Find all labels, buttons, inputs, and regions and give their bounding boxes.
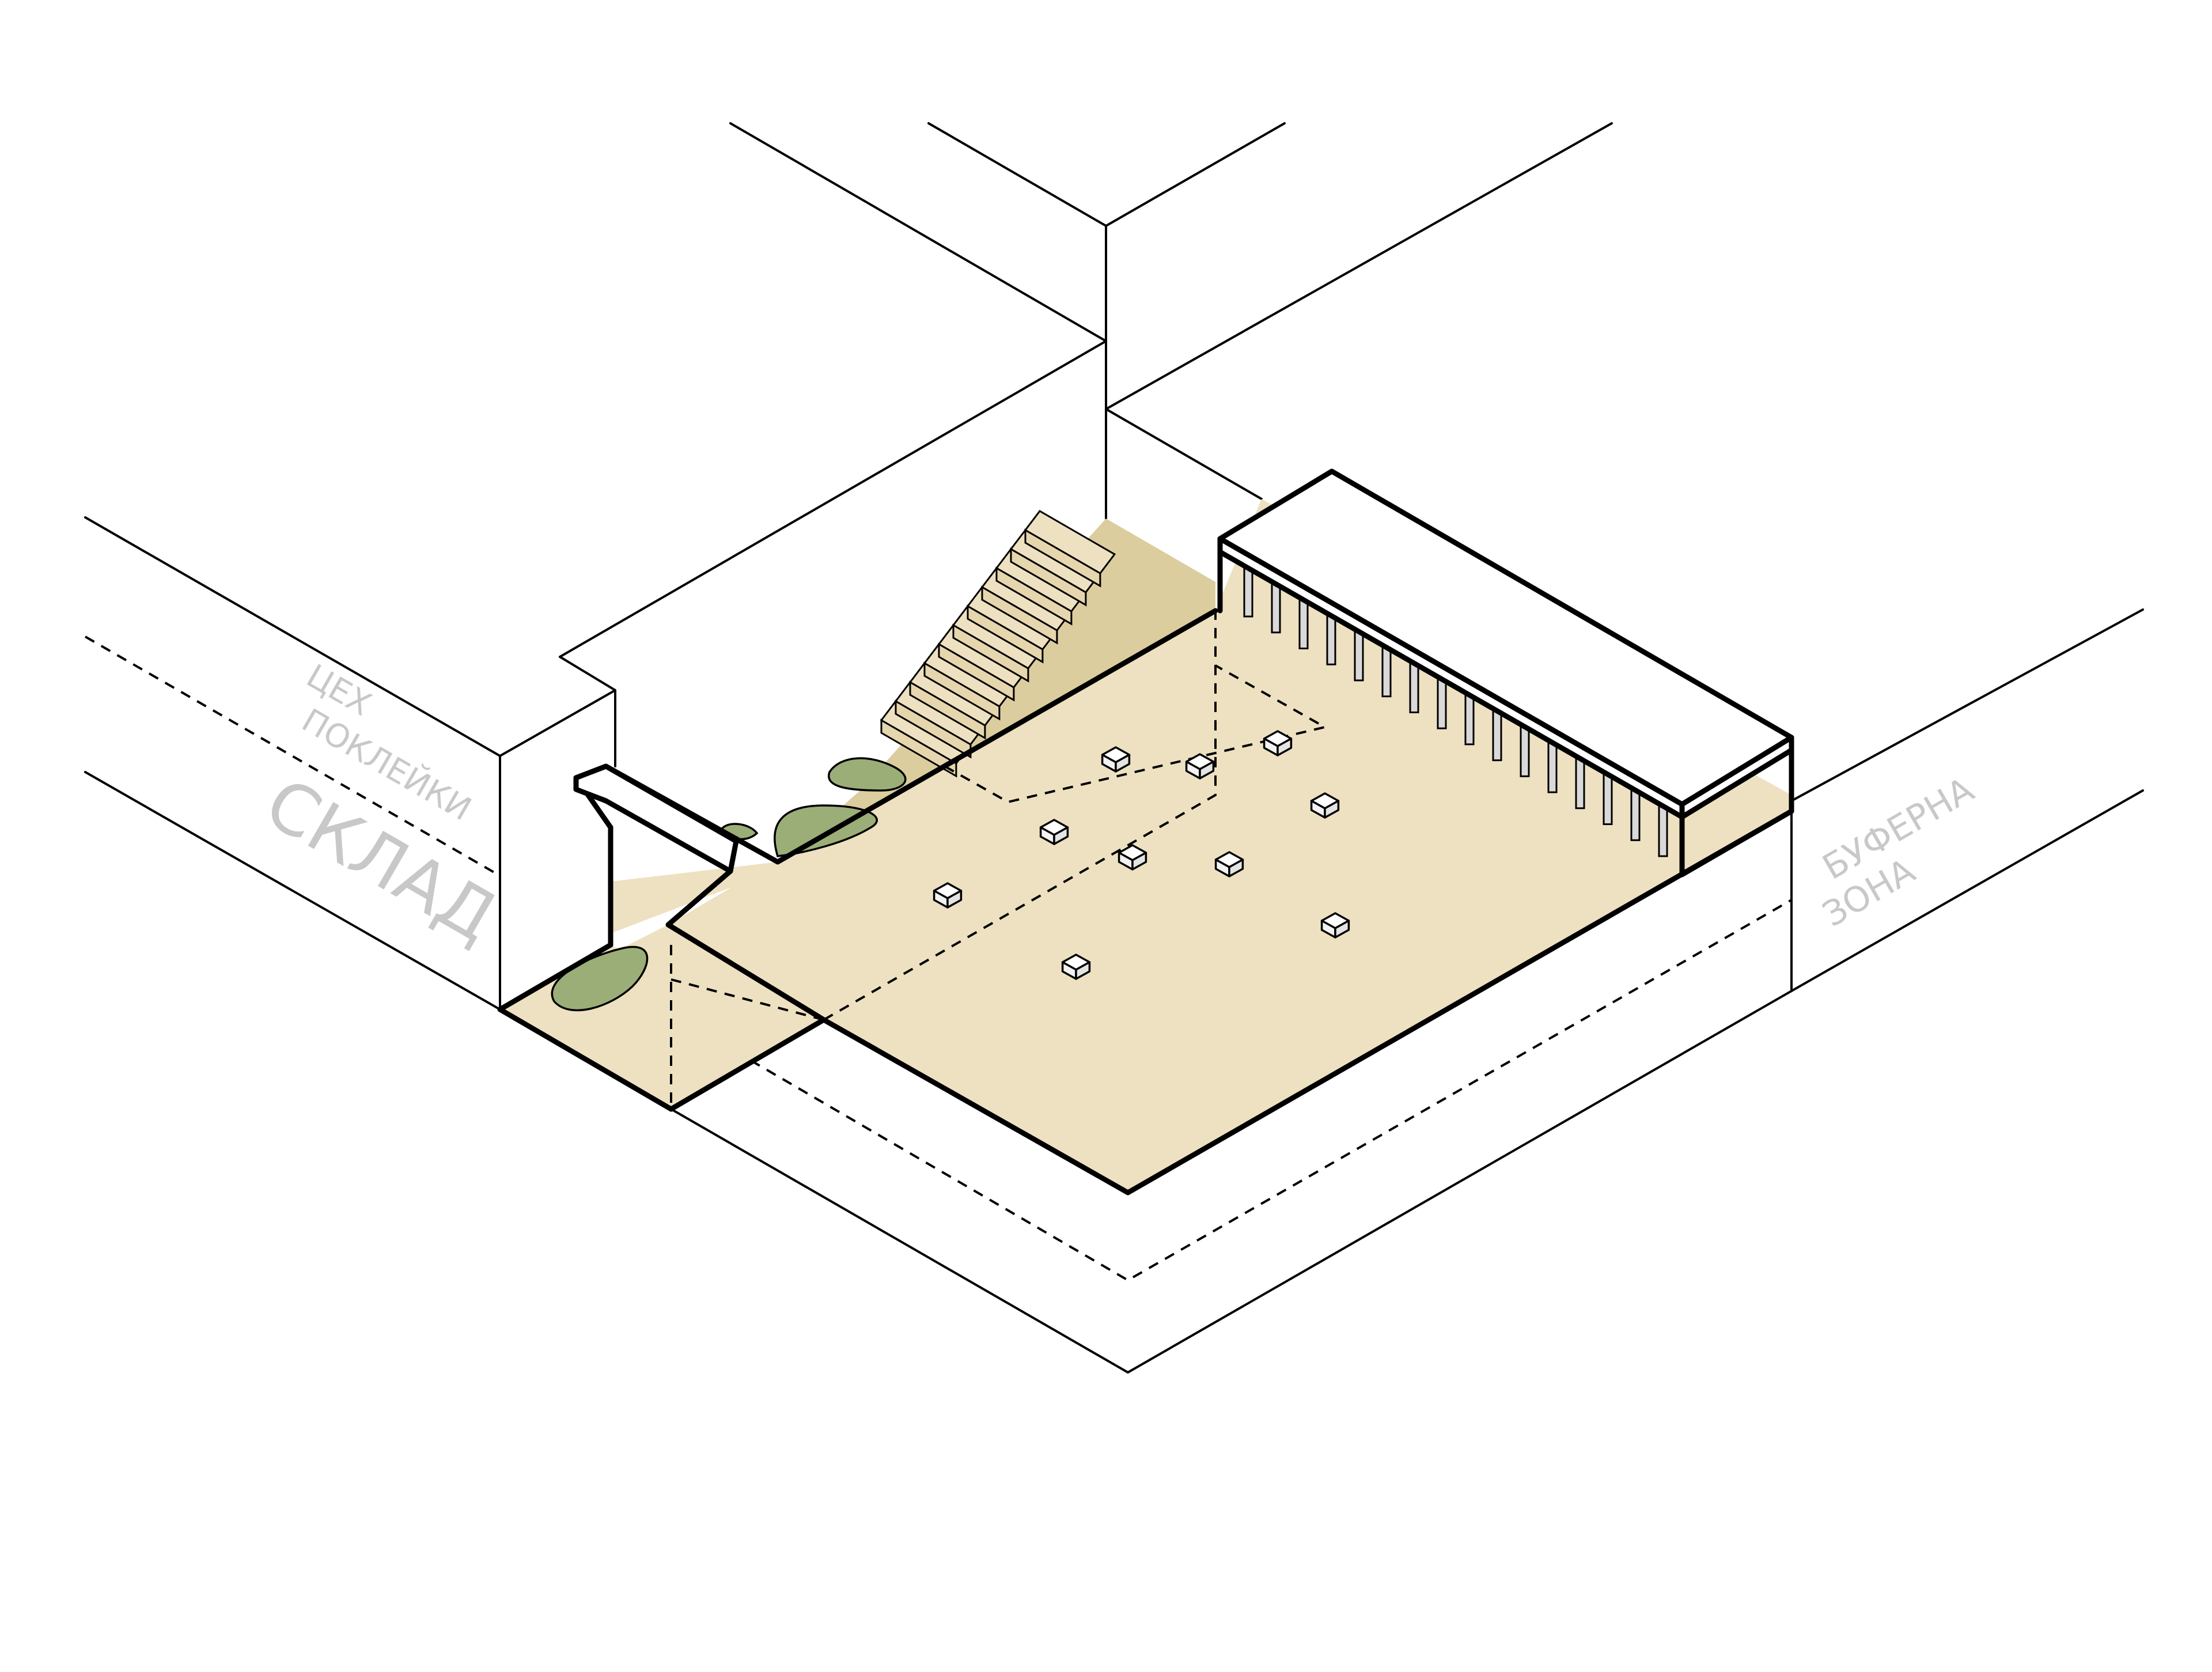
floor-dash-2 xyxy=(944,664,1328,804)
green-bed-top xyxy=(827,757,907,792)
floor-block-side xyxy=(1199,761,1215,780)
upper-right-block xyxy=(1105,122,1613,410)
floor-block-side xyxy=(946,890,963,909)
main-floor-outline xyxy=(668,808,1794,1196)
canopy-base-edge xyxy=(1679,808,1794,877)
warehouse-top-edge xyxy=(84,516,616,767)
floor-block-side xyxy=(1324,800,1340,819)
floor-block-side xyxy=(1075,961,1091,980)
warehouse-bottom-edge xyxy=(84,771,501,1011)
floor-dash-1 xyxy=(823,611,1217,1021)
surrounding-buildings xyxy=(84,122,2144,1374)
site-dashed-boundary xyxy=(670,899,1792,1282)
buffer-top-edge xyxy=(1790,608,2144,802)
upper-left-block xyxy=(559,656,616,691)
warehouse-dashed-line xyxy=(85,635,501,877)
stair-tread xyxy=(1024,510,1116,574)
upper-left-back-edge xyxy=(729,122,1107,342)
canopy-structure xyxy=(1217,468,1794,877)
floor-block-side xyxy=(1277,737,1293,756)
floor-dashed-lines xyxy=(670,611,1328,1110)
floor-block-side xyxy=(1131,852,1147,871)
floor-block-side xyxy=(1053,826,1069,845)
site-front-edge-left xyxy=(670,990,1793,1374)
buffer-lower-edge xyxy=(1790,789,2144,992)
bridge-walkway xyxy=(573,763,739,874)
floor-blocks xyxy=(933,730,1350,980)
stairs xyxy=(880,510,1116,778)
left-wall-outline xyxy=(497,942,613,1012)
floor-block-side xyxy=(1334,920,1350,939)
floor-block-side xyxy=(1115,754,1131,773)
floor-block-side xyxy=(1228,858,1244,877)
upper-middle-block xyxy=(927,122,1286,227)
passage-outline xyxy=(497,1007,674,1112)
upper-right-side xyxy=(1105,408,1263,500)
